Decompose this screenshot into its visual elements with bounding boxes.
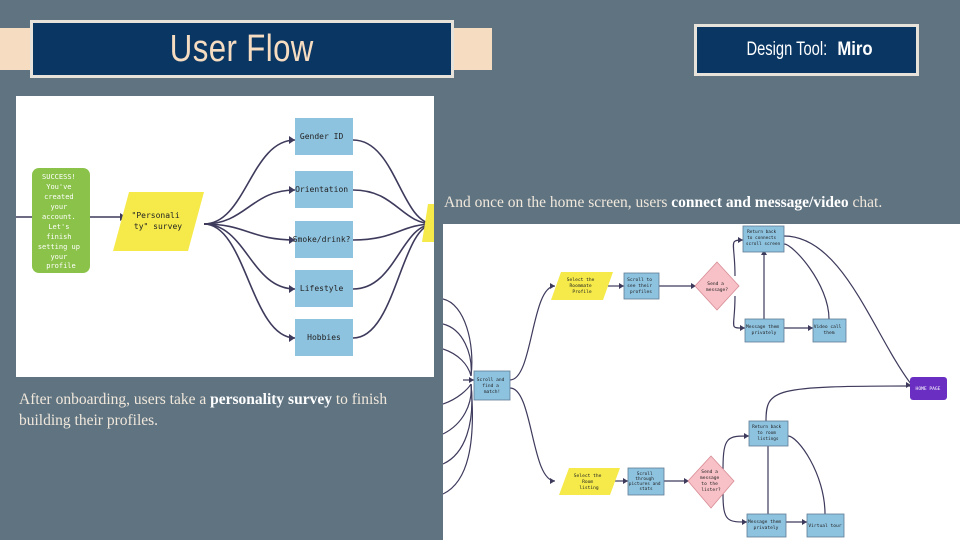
svg-text:Scroll and find a matc: Scroll and find a match! [477,377,507,395]
option-hobbies [295,319,353,356]
home-page-label: HOME PAGE [916,386,941,392]
svg-text:Select the Room listin: Select the Room listing [574,473,604,491]
option-gender-id [295,118,353,155]
personality-survey-node [113,192,204,251]
message-privately-node [744,318,785,343]
survey-text: ty" survey [134,222,182,231]
svg-text:Video call them: Video call them [814,324,844,336]
option-label: Lifestyle [300,284,344,293]
select-roommate-node [551,272,613,300]
next-node-partial [422,204,434,242]
option-label: Orientation [295,185,348,194]
return-room-listings-node [748,420,789,447]
svg-text:Message them privately: Message them privately [746,324,782,336]
svg-text:Scroll through picture: Scroll through pictures and stats [629,471,663,492]
success-text: account. [42,213,76,221]
svg-text:"Personali ty" survey: "Personali ty" survey [132,211,185,231]
svg-text:Select the Roommate Pr: Select the Roommate Profile [567,277,597,295]
option-lifestyle [295,270,353,307]
scroll-profiles-node [623,272,660,300]
success-text: setting up [38,243,80,251]
scroll-find-match-node [473,370,511,401]
virtual-tour-label: Virtual tour [808,523,841,529]
option-label: Gender ID [300,132,344,141]
success-text: SUCCESS! [42,173,76,181]
svg-text:Gender ID Orientation: Gender ID Orientation Smoke/drink? Lifes… [293,132,356,342]
option-orientation [295,171,353,208]
message-privately-lister-node [746,513,787,538]
success-text: created [44,193,74,201]
virtual-tour-node [806,513,845,538]
svg-text:SUCCESS! You've create: SUCCESS! You've created your account. Le… [38,173,84,270]
svg-text:Return back to room li: Return back to room listings [752,424,784,442]
video-call-node [812,318,847,343]
success-text: finish [46,233,71,241]
onboarding-flow-diagram: SUCCESS! You've created your account. Le… [16,96,434,377]
scroll-pictures-node [627,467,665,496]
svg-text:Send a message to the: Send a message to the lister? [700,469,722,493]
home-screen-flow-diagram: Scroll and find a match! Select the Room… [443,224,960,540]
success-text: your [50,253,67,261]
onboarding-caption: After onboarding, users take a personali… [19,391,388,429]
success-text: Let's [48,223,69,231]
success-text: your [50,203,67,211]
page-title: User Flow [30,20,454,78]
select-room-node [559,468,620,495]
success-node [32,168,90,273]
return-connects-node [742,225,785,253]
option-label: Hobbies [307,333,341,342]
home-screen-caption: And once on the home screen, users conne… [444,194,883,211]
send-lister-decision [687,455,735,509]
svg-text:Scroll to see their pr: Scroll to see their profiles [627,277,655,295]
svg-text:Message them privately: Message them privately [748,519,784,531]
success-text: profile [46,262,76,270]
success-text: You've [46,183,71,191]
option-label: Smoke/drink? [293,235,351,244]
send-message-decision [694,261,740,311]
option-smoke-drink [295,221,353,258]
home-page-node [910,377,947,400]
svg-text:Return back to connects: Return back to connects scroll screen [746,229,781,247]
survey-text: "Personali [132,211,180,220]
svg-text:Send a message?: Send a message? [706,281,728,293]
design-tool-badge: Design Tool: Miro [694,24,919,76]
